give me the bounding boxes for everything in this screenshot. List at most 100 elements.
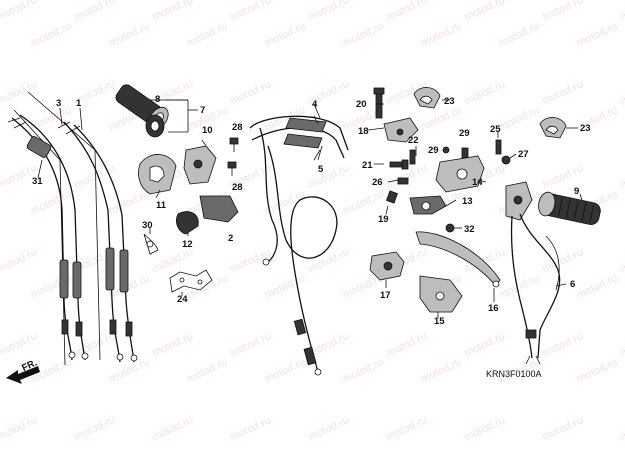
watermark-text: motod.ru (618, 414, 625, 443)
watermark-text: motod.ru (228, 0, 272, 24)
watermark-text: motod.ru (419, 356, 463, 385)
callout-20: 20 (356, 99, 367, 110)
watermark-text: motod.ru (0, 246, 39, 275)
callout-30: 30 (142, 220, 153, 231)
watermark-text: motod.ru (72, 0, 116, 24)
watermark-text: motod.ru (263, 356, 307, 385)
watermark-text: motod.ru (29, 20, 73, 49)
watermark-text: motod.ru (540, 78, 584, 107)
watermark-text: motod.ru (150, 330, 194, 359)
watermark-text: motod.ru (618, 162, 625, 191)
watermark-text: motod.ru (185, 272, 229, 301)
watermark-text: motod.ru (72, 414, 116, 443)
watermark-text: motod.ru (618, 246, 625, 275)
throttle-housing-group (115, 84, 239, 293)
callout-27: 27 (518, 149, 529, 160)
watermark-text: motod.ru (384, 414, 428, 443)
watermark-text: motod.ru (540, 246, 584, 275)
watermark-text: motod.ru (540, 0, 584, 24)
watermark-text: motod.ru (0, 0, 39, 24)
watermark-text: motod.ru (29, 188, 73, 217)
callout-22: 22 (408, 135, 419, 146)
callout-31: 31 (32, 176, 43, 187)
watermark-text: motod.ru (306, 246, 350, 275)
watermark-text: motod.ru (497, 104, 541, 133)
watermark-text: motod.ru (462, 330, 506, 359)
callout-9: 9 (574, 186, 579, 197)
watermark-text: motod.ru (341, 356, 385, 385)
callout-7: 7 (200, 105, 205, 116)
watermark-text: motod.ru (107, 20, 151, 49)
callout-2: 2 (228, 233, 233, 244)
watermark-text: motod.ru (618, 0, 625, 24)
watermark-text: motod.ru (462, 414, 506, 443)
callout-10: 10 (202, 125, 213, 136)
callout-21: 21 (362, 160, 373, 171)
watermark-text: motod.ru (540, 330, 584, 359)
watermark-text: motod.ru (185, 20, 229, 49)
leader-lines (59, 99, 583, 318)
callout-32: 32 (464, 224, 475, 235)
watermark-text: motod.ru (419, 20, 463, 49)
watermark-text: motod.ru (228, 414, 272, 443)
watermark-text: motod.ru (263, 20, 307, 49)
callout-labels: 3 1 31 8 7 10 28 28 11 12 2 30 24 4 5 20… (20, 94, 590, 379)
watermark-text: motod.ru (228, 78, 272, 107)
callout-13: 13 (462, 196, 473, 207)
watermark-text: motod.ru (29, 104, 73, 133)
callout-18: 18 (358, 126, 369, 137)
callout-12: 12 (182, 239, 193, 250)
callout-11: 11 (156, 200, 167, 211)
callout-29-left: 29 (428, 145, 439, 156)
callout-14: 14 (472, 177, 483, 188)
watermark-text: motod.ru (306, 0, 350, 24)
callout-24: 24 (177, 294, 188, 305)
callout-8: 8 (155, 94, 160, 105)
callout-3: 3 (56, 98, 61, 109)
watermark-text: motod.ru (497, 20, 541, 49)
callout-29-right: 29 (459, 128, 470, 139)
callout-26: 26 (372, 177, 383, 188)
callout-28-lower: 28 (232, 182, 243, 193)
callout-16: 16 (488, 303, 499, 314)
callout-19: 19 (378, 214, 389, 225)
watermark-text: motod.ru (419, 104, 463, 133)
watermark-text: motod.ru (462, 78, 506, 107)
watermark-text: motod.ru (150, 414, 194, 443)
callout-23-upper: 23 (444, 96, 455, 107)
watermark-text: motod.ru (575, 20, 619, 49)
watermark-text: motod.ru (185, 356, 229, 385)
callout-25: 25 (490, 124, 501, 135)
front-direction-arrow (6, 366, 40, 384)
callout-28-upper: 28 (232, 122, 243, 133)
clutch-lever-group (369, 87, 567, 313)
clutch-cable-group (249, 103, 349, 376)
watermark-text: motod.ru (618, 330, 625, 359)
callout-1: 1 (76, 98, 82, 109)
watermark-text: motod.ru (228, 330, 272, 359)
watermark-text: motod.ru (540, 414, 584, 443)
callout-17: 17 (380, 290, 391, 301)
watermark-text: motod.ru (618, 78, 625, 107)
watermark-text: motod.ru (0, 330, 39, 359)
callout-4: 4 (312, 99, 318, 110)
watermark-text: motod.ru (263, 272, 307, 301)
watermark-text: motod.ru (107, 188, 151, 217)
watermark-text: motod.ru (384, 0, 428, 24)
watermark-text: motod.ru (150, 0, 194, 24)
callout-5: 5 (318, 164, 324, 175)
diagram-code: KRN3F0100A (486, 369, 542, 379)
watermark-text: motod.ru (575, 272, 619, 301)
watermark-text: motod.ru (0, 414, 39, 443)
watermark-text: motod.ru (306, 414, 350, 443)
watermark-text: motod.ru (575, 356, 619, 385)
callout-15: 15 (434, 316, 445, 327)
callout-23-right: 23 (580, 123, 591, 134)
watermark-text: motod.ru (462, 0, 506, 24)
watermark-text: motod.ru (341, 20, 385, 49)
watermark-text: motod.ru (306, 162, 350, 191)
throttle-cable-group (7, 91, 138, 366)
grip-and-wire-group (505, 181, 601, 365)
callout-6: 6 (570, 279, 575, 290)
